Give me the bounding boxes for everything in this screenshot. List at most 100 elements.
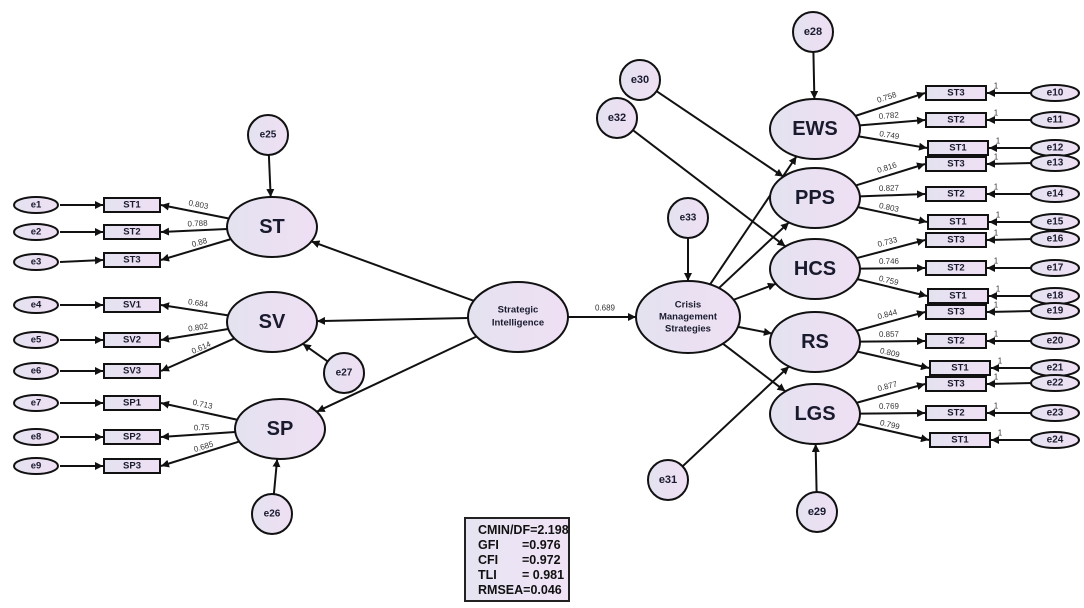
loading-coefficient: 0.684 [187, 297, 209, 309]
error-ellipse-e10 [1030, 84, 1080, 102]
error-label-e26: e26 [264, 509, 281, 520]
latent-label-sp: SP [267, 418, 294, 440]
loading-rs-st3 [856, 310, 926, 332]
indicator-pps-st3 [925, 156, 987, 172]
error-circle-e27 [323, 352, 365, 394]
fixed-parameter: 1 [994, 301, 999, 310]
error-circle-e32 [596, 97, 638, 139]
error-path-e16 [986, 235, 1034, 244]
error-label-e14: e14 [1047, 189, 1064, 200]
error-circle-e29 [796, 491, 838, 533]
error-path-e30 [656, 90, 784, 178]
loading-coefficient: 0.769 [879, 402, 900, 411]
indicator-pps-st2 [925, 186, 987, 202]
error-label-e25: e25 [260, 130, 277, 141]
error-path-e28 [810, 51, 819, 100]
error-ellipse-e1 [13, 196, 59, 214]
latent-sv [226, 291, 318, 353]
fixed-parameter: 1 [994, 109, 999, 118]
model-fit-box: CMIN/DF=2.198 GFI=0.976 CFI=0.972 TLI= 0… [464, 517, 570, 602]
indicator-label-st2: ST2 [947, 263, 964, 274]
loading-st-st1 [160, 202, 230, 220]
fixed-parameter: 1 [994, 153, 999, 162]
indicator-st1 [103, 197, 161, 213]
latent-label-hcs: HCS [794, 258, 836, 280]
error-ellipse-e19 [1030, 302, 1080, 320]
loading-ews-st1 [858, 135, 928, 151]
indicator-label-st1: ST1 [951, 363, 969, 374]
loading-coefficient: 0.88 [191, 236, 209, 249]
error-label-e22: e22 [1047, 378, 1064, 389]
error-ellipse-e22 [1030, 374, 1080, 392]
error-label-e21: e21 [1047, 363, 1064, 374]
loading-lgs-st1 [857, 422, 930, 443]
error-label-e15: e15 [1047, 217, 1064, 228]
nodes-layer [13, 11, 1080, 535]
error-label-e11: e11 [1047, 115, 1064, 126]
fixed-parameter: 1 [996, 137, 1001, 146]
latent-label-lgs: LGS [794, 403, 835, 425]
indicator-ews-st1 [927, 140, 989, 156]
indicator-label-st2: ST2 [947, 336, 964, 347]
indicator-rs-st3 [925, 304, 987, 320]
error-label-e27: e27 [336, 368, 353, 379]
indicator-label-sv1: SV1 [123, 300, 142, 311]
error-ellipse-e3 [13, 253, 59, 271]
error-ellipse-e17 [1030, 259, 1080, 277]
loading-coefficient: 0.802 [188, 321, 210, 333]
error-label-e7: e7 [31, 398, 42, 409]
indicator-label-st2: ST2 [947, 408, 964, 419]
error-label-e23: e23 [1047, 408, 1064, 419]
indicator-label-st1: ST1 [951, 435, 969, 446]
error-circle-e25 [247, 114, 289, 156]
error-label-e6: e6 [31, 366, 42, 377]
latent-label-ews: EWS [792, 118, 838, 140]
loading-sv-sv3 [160, 337, 235, 372]
indicator-label-st3: ST3 [947, 307, 964, 318]
error-circle-e26 [251, 493, 293, 535]
loading-coefficient: 0.75 [194, 422, 211, 432]
fixed-parameter: 1 [994, 229, 999, 238]
latent-label-pps: PPS [795, 187, 835, 209]
latent-label-management: Management [659, 312, 718, 323]
error-label-e18: e18 [1047, 291, 1064, 302]
loading-sv-sv2 [160, 328, 229, 343]
error-path-e22 [986, 379, 1034, 388]
loading-hcs-st3 [856, 238, 926, 260]
latent-strategic-intelligence [467, 281, 569, 353]
indicator-label-sp1: SP1 [123, 398, 142, 409]
loading-sv-sv1 [160, 302, 229, 317]
error-circle-e33 [667, 197, 709, 239]
error-label-e32: e32 [608, 112, 626, 124]
latent-st [226, 196, 318, 258]
indicator-lgs-st1 [929, 432, 991, 448]
loading-pps-st2 [859, 190, 926, 199]
indicator-ews-st2 [925, 112, 987, 128]
error-label-e12: e12 [1047, 143, 1064, 154]
error-ellipse-e11 [1030, 111, 1080, 129]
fit-row-cfi: CFI=0.972 [478, 553, 561, 567]
indicator-label-st1: ST1 [949, 291, 967, 302]
latent-crisis-management-strategies [635, 280, 741, 354]
error-ellipse-e14 [1030, 185, 1080, 203]
error-label-e19: e19 [1047, 306, 1064, 317]
error-ellipse-e24 [1030, 431, 1080, 449]
indicator-hcs-st3 [925, 232, 987, 248]
latent-ews [769, 98, 861, 160]
indicator-label-st2: ST2 [123, 227, 140, 238]
indicator-label-sv2: SV2 [123, 335, 141, 346]
error-label-e5: e5 [31, 335, 42, 346]
loading-coefficient: 0.803 [188, 198, 210, 211]
latent-sp [234, 398, 326, 460]
loading-coefficient: 0.809 [879, 346, 901, 359]
error-ellipse-e7 [13, 394, 59, 412]
error-ellipse-e4 [13, 296, 59, 314]
indicator-label-sv3: SV3 [123, 366, 141, 377]
error-path-e19 [986, 307, 1034, 316]
path-si-to-sp [316, 335, 477, 413]
indicator-sv2 [103, 332, 161, 348]
path-cms-to-hcs [733, 282, 777, 301]
error-path-e27 [302, 343, 329, 363]
loading-coefficient: 0.746 [879, 257, 900, 266]
